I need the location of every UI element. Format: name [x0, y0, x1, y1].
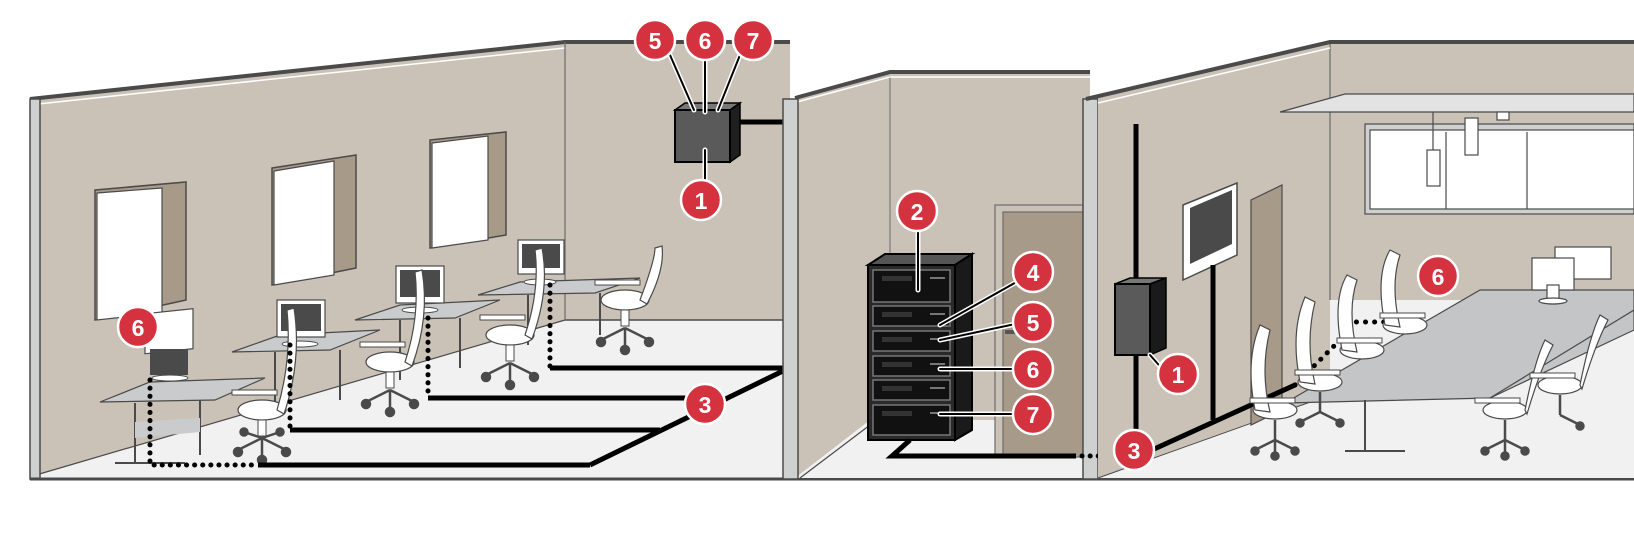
open-office-room [29, 40, 1634, 481]
office-window-1 [94, 181, 187, 321]
svg-text:1: 1 [1172, 362, 1185, 388]
svg-text:4: 4 [1027, 260, 1040, 286]
svg-text:5: 5 [1027, 310, 1040, 336]
svg-text:3: 3 [699, 392, 712, 418]
svg-text:6: 6 [699, 28, 712, 54]
svg-text:1: 1 [695, 188, 708, 214]
svg-text:2: 2 [911, 199, 924, 225]
svg-text:7: 7 [1027, 402, 1040, 428]
conf-ceiling-panel [1279, 93, 1634, 113]
office-desk-1 [99, 308, 266, 464]
badge-rack-4[interactable]: 4 [1011, 250, 1055, 294]
badge-conf-table-6[interactable]: 6 [1416, 254, 1460, 298]
server-rack [864, 252, 976, 442]
server-room [782, 70, 1118, 480]
badge-rack-2[interactable]: 2 [895, 189, 939, 233]
badge-rack-7[interactable]: 7 [1011, 392, 1055, 436]
svg-text:6: 6 [1027, 357, 1040, 383]
callout-badges: 5 6 7 1 2 4 5 6 7 3 6 1 3 6 [116, 18, 1460, 472]
badge-rack-6[interactable]: 6 [1011, 347, 1055, 391]
callout-leaders [667, 52, 1168, 417]
cable-rack-floor [885, 438, 1076, 459]
office-chair-1 [231, 307, 298, 466]
office-chair-4 [594, 245, 664, 356]
office-chair-2 [359, 269, 426, 418]
conf-window [1364, 123, 1634, 215]
conference-table [1284, 289, 1634, 404]
office-left-partition [29, 98, 41, 480]
svg-text:7: 7 [747, 28, 760, 54]
badge-conf-box-1[interactable]: 1 [1156, 352, 1200, 396]
badge-office-cable-3[interactable]: 3 [683, 382, 727, 426]
svg-text:6: 6 [132, 315, 145, 341]
svg-text:5: 5 [649, 28, 662, 54]
cable-conf-table [1292, 292, 1492, 388]
badge-office-desk-6[interactable]: 6 [116, 305, 160, 349]
cable-conf-floor [1150, 382, 1297, 453]
conference-room [1085, 40, 1634, 479]
table-monitors [1531, 246, 1612, 305]
badge-ceiling-7[interactable]: 7 [731, 18, 775, 62]
office-chair-3 [479, 247, 546, 391]
office-window-2 [271, 154, 357, 286]
conf-wall-box [1114, 124, 1167, 450]
badge-ceiling-6[interactable]: 6 [683, 18, 727, 62]
badge-ceiling-5[interactable]: 5 [633, 18, 677, 62]
partition-left [782, 98, 799, 480]
svg-text:3: 3 [1128, 438, 1141, 464]
partition-right [1082, 98, 1099, 480]
svg-text:6: 6 [1432, 264, 1445, 290]
badge-ceiling-1[interactable]: 1 [679, 178, 723, 222]
office-window-3 [429, 131, 507, 249]
badge-rack-5[interactable]: 5 [1011, 300, 1055, 344]
badge-conf-cable-3[interactable]: 3 [1112, 428, 1156, 472]
conference-chairs [1249, 249, 1609, 461]
office-rear-wall [565, 44, 790, 320]
pendant-lights [1426, 111, 1510, 187]
cable-trunk-office [588, 367, 787, 468]
wall-display [1182, 181, 1238, 420]
